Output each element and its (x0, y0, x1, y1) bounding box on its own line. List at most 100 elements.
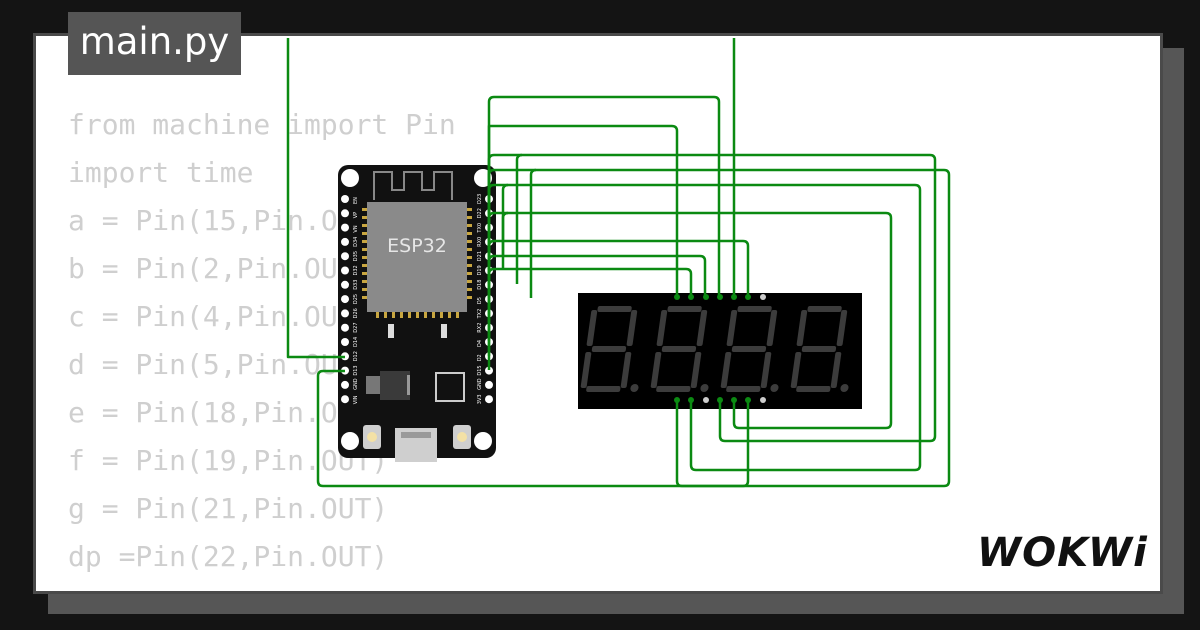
segment-b (626, 310, 638, 346)
pin-d14[interactable] (341, 338, 349, 346)
pin-label-rx2: RX2 (477, 323, 483, 333)
pin-label-gnd: GND (353, 378, 359, 390)
digit-2 (650, 306, 709, 392)
segment-f (586, 310, 598, 346)
wire-d19 (487, 254, 707, 297)
wire-d18 (487, 267, 693, 297)
esp32-board[interactable]: ESP32 ENVPVND34D35D32D33D25D26D27D14D12D… (338, 165, 496, 462)
pin-en[interactable] (341, 195, 349, 203)
wire-d23 (487, 95, 721, 297)
code-line-10: dp =Pin(22,Pin.OUT) (68, 540, 389, 573)
code-line-2: import time (68, 156, 254, 189)
pin-3v3[interactable] (485, 395, 493, 404)
pin-label-d21: D21 (477, 251, 483, 261)
pin-label-d25: D25 (353, 294, 359, 304)
segment-d (586, 386, 621, 392)
pin-label-d12: D12 (353, 351, 359, 361)
code-line-5: c = Pin(4,Pin.OUT) (68, 300, 372, 333)
pin-d26[interactable] (341, 309, 349, 318)
pin-d15[interactable] (485, 366, 493, 375)
file-tab-main-py[interactable]: main.py (68, 12, 241, 75)
wire-d4 (316, 168, 951, 488)
pin-label-d2: D2 (477, 354, 483, 361)
wire-d21b (501, 211, 509, 256)
code-line-8: f = Pin(19,Pin.OUT) (68, 444, 389, 477)
pin-d34[interactable] (341, 237, 349, 246)
segment-dp (840, 384, 849, 392)
pin-vin[interactable] (341, 395, 349, 404)
pin-d32[interactable] (341, 266, 349, 275)
wire-d12 (286, 38, 345, 359)
segment-e (720, 352, 732, 388)
segment-c (830, 352, 842, 388)
wire-d22 (487, 124, 679, 297)
segment-a (737, 306, 772, 312)
pin-label-en: EN (353, 197, 359, 204)
pin-label-gnd: GND (477, 378, 483, 390)
segment-c (690, 352, 702, 388)
pin-label-d22: D22 (477, 208, 483, 218)
pin-label-d27: D27 (353, 322, 359, 332)
pin-label-vn: VN (353, 225, 359, 232)
pin-d27[interactable] (341, 323, 349, 332)
pin-label-d35: D35 (353, 251, 359, 261)
pin-label-d13: D13 (353, 365, 359, 375)
pin-d33[interactable] (341, 280, 349, 289)
wire-d18b (515, 153, 523, 284)
wire-d5 (487, 153, 937, 443)
pin-label-d4: D4 (477, 340, 483, 347)
segment-g (731, 346, 767, 352)
code-line-4: b = Pin(2,Pin.OUT) (68, 252, 372, 285)
segment-g (801, 346, 837, 352)
segment-c (760, 352, 772, 388)
segment-dp (700, 384, 709, 392)
wires (286, 38, 951, 488)
wire-d2 (487, 183, 922, 472)
wire-d15 (487, 211, 893, 430)
digit-3 (720, 306, 779, 392)
segment-a (807, 306, 842, 312)
segment-b (696, 310, 708, 346)
digit-4 (790, 306, 849, 392)
segment-f (656, 310, 668, 346)
segment-d (656, 386, 691, 392)
pin-label-d34: D34 (353, 237, 359, 247)
code-line-6: d = Pin(5,Pin.OUT) (68, 348, 372, 381)
pin-label-tx2: TX2 (477, 309, 483, 320)
pin-label-d5: D5 (477, 297, 483, 304)
segment-d (726, 386, 761, 392)
segment-g (661, 346, 697, 352)
pin-label-d19: D19 (477, 265, 483, 275)
code-line-1: from machine import Pin (68, 108, 456, 141)
left-pin-header[interactable] (341, 195, 349, 404)
pin-label-d23: D23 (477, 194, 483, 204)
pin-label-vp: VP (353, 212, 359, 218)
segment-e (580, 352, 592, 388)
segment-d (796, 386, 831, 392)
pin-label-d14: D14 (353, 337, 359, 347)
pin-label-d26: D26 (353, 308, 359, 318)
pin-vp[interactable] (341, 209, 349, 218)
pin-gnd[interactable] (341, 380, 349, 389)
reset-button[interactable] (453, 425, 471, 449)
segment-a (667, 306, 702, 312)
segment-b (766, 310, 778, 346)
boot-button[interactable] (363, 425, 381, 449)
pin-label-d32: D32 (353, 265, 359, 275)
pin-gnd[interactable] (485, 380, 493, 389)
pin-d25[interactable] (341, 295, 349, 304)
pin-label-rx0: RX0 (477, 237, 483, 247)
code-line-9: g = Pin(21,Pin.OUT) (68, 492, 389, 525)
segment-dp (630, 384, 639, 392)
wire-d19b (501, 183, 509, 270)
seven-segment-display[interactable] (578, 293, 862, 409)
digit-1 (580, 306, 639, 392)
wokwi-logo-text: WOKWi (977, 530, 1148, 574)
pin-label-d33: D33 (353, 280, 359, 290)
segment-a (597, 306, 632, 312)
pin-label-vin: VIN (353, 395, 359, 404)
pin-vn[interactable] (341, 223, 349, 232)
pin-d35[interactable] (341, 252, 349, 261)
esp32-chip (367, 202, 467, 312)
